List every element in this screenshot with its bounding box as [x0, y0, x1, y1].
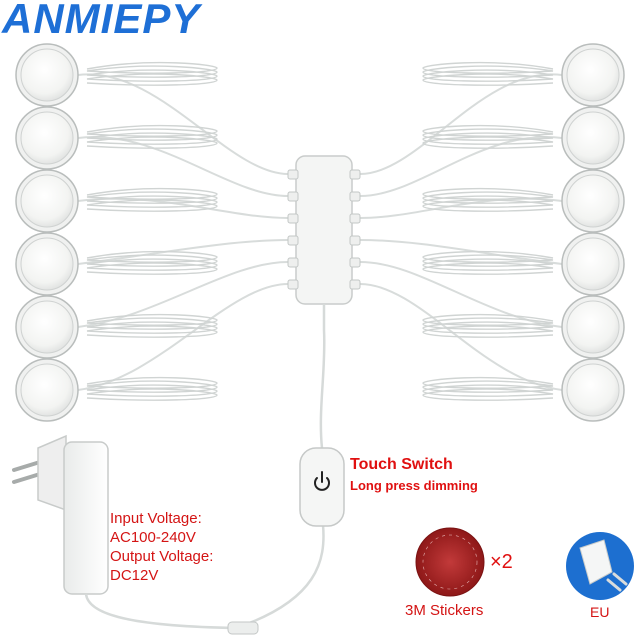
puck-lens [20, 363, 74, 417]
puck-lens [566, 48, 620, 102]
hub-port [349, 213, 361, 224]
puck-lens [566, 237, 620, 291]
hub-port [287, 257, 299, 268]
coiled-cable [86, 376, 218, 401]
hub-port [349, 169, 361, 180]
coiled-cable [422, 61, 554, 86]
3m-sticker [415, 527, 485, 597]
hub-port [287, 213, 299, 224]
puck-lens [20, 300, 74, 354]
light-cable [359, 136, 563, 197]
coiled-cable [422, 187, 554, 212]
coiled-cable [422, 376, 554, 401]
touch-switch [299, 447, 345, 527]
hub-port [287, 235, 299, 246]
power-icon [314, 471, 330, 491]
input-voltage-label: Input Voltage: [110, 510, 202, 527]
coiled-cable-group [86, 61, 554, 401]
hub-port [287, 169, 299, 180]
brand-logo-text: ANMIEPY [2, 0, 201, 42]
puck-lens [20, 174, 74, 228]
coiled-cable [422, 250, 554, 275]
coiled-cable [86, 61, 218, 86]
coiled-cable [422, 313, 554, 338]
light-cable [77, 283, 289, 391]
output-voltage-label: Output Voltage: [110, 548, 214, 565]
hub-port [349, 279, 361, 290]
puck-lens [566, 111, 620, 165]
light-cable [77, 136, 289, 197]
light-cable [77, 261, 289, 328]
touch-switch-title: Touch Switch [350, 456, 453, 473]
light-cable [359, 283, 563, 391]
puck-lens [566, 174, 620, 228]
hub-port [287, 191, 299, 202]
touch-switch-subtitle: Long press dimming [350, 478, 478, 493]
hub-port [349, 235, 361, 246]
puck-light-group [15, 43, 625, 422]
sticker-multiplier: ×2 [490, 551, 513, 573]
sticker-label: 3M Stickers [405, 602, 484, 619]
coiled-cable [86, 124, 218, 149]
coiled-cable [86, 313, 218, 338]
input-voltage-value: AC100-240V [110, 529, 196, 546]
power-adapter [12, 434, 259, 635]
distribution-hub [287, 155, 361, 305]
puck-lens [20, 237, 74, 291]
puck-lens [566, 363, 620, 417]
puck-lens [20, 111, 74, 165]
hub-port [349, 257, 361, 268]
coiled-cable [86, 187, 218, 212]
coiled-cable [422, 124, 554, 149]
coiled-cable [86, 250, 218, 275]
switch-cable [235, 304, 326, 630]
plug-type-label: EU [590, 604, 610, 620]
light-cable [359, 239, 563, 265]
hub-port [349, 191, 361, 202]
puck-lens [20, 48, 74, 102]
hub-port [287, 279, 299, 290]
eu-plug-icon [566, 532, 634, 600]
light-cable [77, 239, 289, 265]
puck-lens [566, 300, 620, 354]
output-voltage-value: DC12V [110, 567, 159, 584]
light-cable [359, 261, 563, 328]
